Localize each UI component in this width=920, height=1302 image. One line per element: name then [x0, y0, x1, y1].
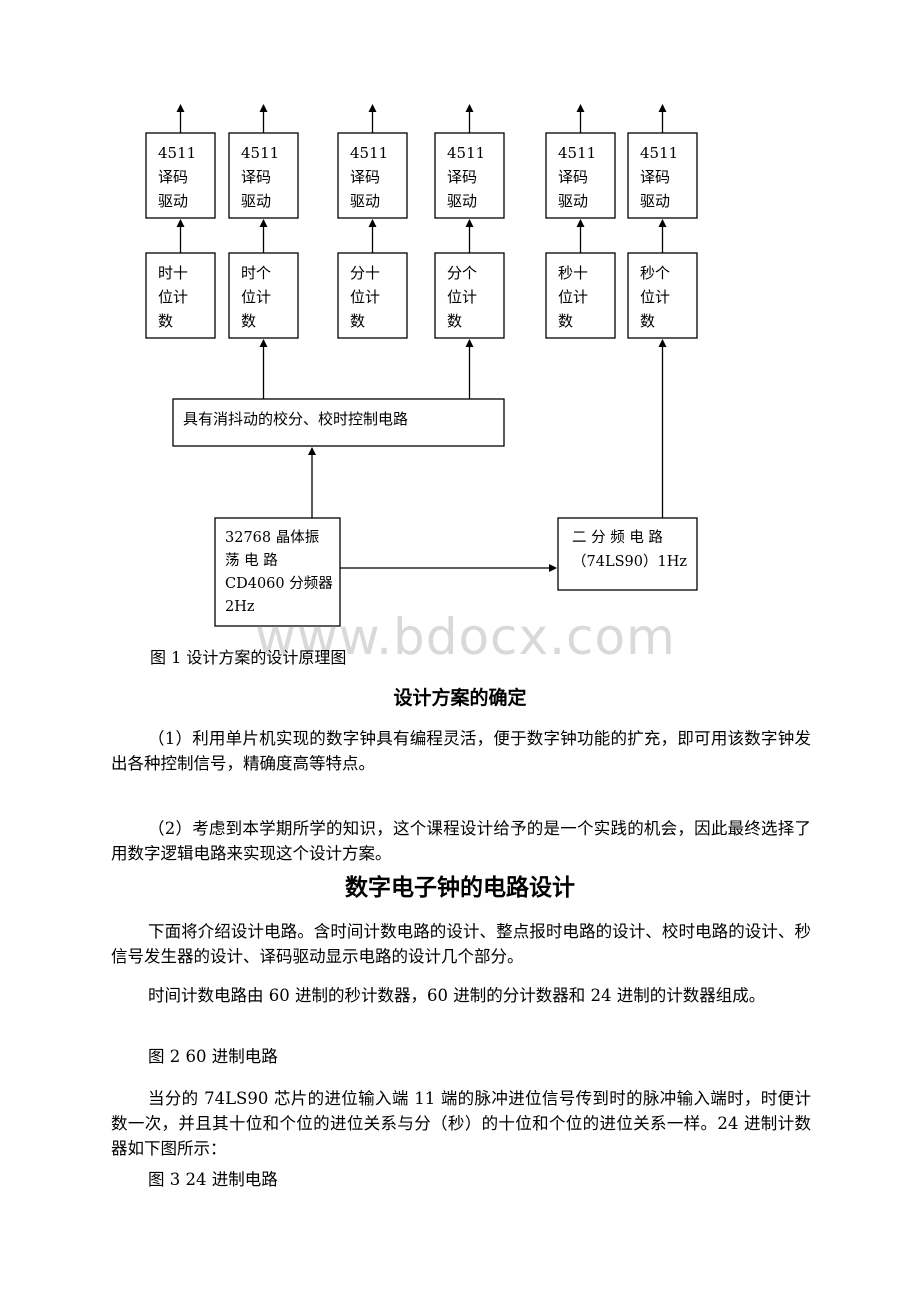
counter-label-line: 分个 — [447, 264, 477, 282]
divider-label-line: 二 分 频 电 路 — [572, 529, 663, 546]
counter-label-line: 位计 — [350, 288, 380, 306]
oscillator-label-line: 2Hz — [225, 599, 255, 615]
counter-label: 时个位计数 — [241, 264, 271, 330]
oscillator-label-line: CD4060 分频器 — [225, 575, 333, 592]
decoder-label-line: 驱动 — [640, 192, 670, 210]
decoder-label: 4511 译码驱动 — [158, 144, 196, 210]
decoder-box — [145, 132, 216, 219]
oscillator-box — [214, 517, 341, 627]
counter-label-line: 位计 — [558, 288, 588, 306]
decoder-box — [337, 132, 408, 219]
counter-label-line: 数 — [158, 312, 173, 330]
control-circuit-label: 具有消抖动的校分、校时控制电路 — [183, 410, 408, 428]
decoder-label-line: 驱动 — [447, 192, 477, 210]
decoder-label-line: 译码 — [350, 168, 380, 186]
section2-paragraph-1: 下面将介绍设计电路。含时间计数电路的设计、整点报时电路的设计、校时电路的设计、秒… — [111, 922, 811, 966]
counter-label-line: 秒个 — [640, 264, 670, 282]
decoder-label-line: 4511 — [241, 144, 279, 162]
diagram-wires — [176, 104, 667, 572]
counter-label: 分个位计数 — [447, 264, 477, 330]
decoder-label-line: 译码 — [447, 168, 477, 186]
control-circuit-box — [172, 398, 505, 447]
counter-label-line: 位计 — [158, 288, 188, 306]
decoder-box — [545, 132, 616, 219]
counter-label-line: 位计 — [640, 288, 670, 306]
counter-label: 秒个位计数 — [640, 264, 670, 330]
figure3-caption: 图 3 24 进制电路 — [148, 1170, 278, 1189]
decoder-label: 4511 译码驱动 — [558, 144, 596, 210]
counter-label: 分十位计数 — [350, 264, 380, 330]
divider-box — [557, 517, 698, 591]
figure1-caption: 图 1 设计方案的设计原理图 — [150, 648, 347, 667]
decoder-label: 4511 译码驱动 — [350, 144, 388, 210]
control-circuit-label-line: 具有消抖动的校分、校时控制电路 — [183, 410, 408, 428]
counter-box — [337, 252, 408, 339]
counter-label-line: 数 — [350, 312, 365, 330]
decoder-label-line: 译码 — [640, 168, 670, 186]
oscillator-label-line: 荡 电 路 — [225, 552, 278, 569]
divider-label-line: （74LS90）1Hz — [572, 553, 687, 570]
divider-label: 二 分 频 电 路 （74LS90）1Hz — [572, 529, 687, 570]
counter-label-line: 秒十 — [558, 264, 588, 282]
decoder-label-line: 4511 — [350, 144, 388, 162]
decoder-label-line: 译码 — [558, 168, 588, 186]
decoder-label-line: 驱动 — [241, 192, 271, 210]
section1-paragraph-1: （1）利用单片机实现的数字钟具有编程灵活，便于数字钟功能的扩充，即可用该数字钟发… — [111, 729, 811, 773]
counter-label-line: 数 — [558, 312, 573, 330]
decoder-label-line: 译码 — [241, 168, 271, 186]
section1-title: 设计方案的确定 — [393, 687, 527, 709]
decoder-label: 4511 译码驱动 — [447, 144, 485, 210]
section1-paragraph-2: （2）考虑到本学期所学的知识，这个课程设计给予的是一个实践的机会，因此最终选择了… — [111, 819, 811, 863]
counter-label: 秒十位计数 — [558, 264, 588, 330]
decoder-label-line: 驱动 — [158, 192, 188, 210]
counter-label-line: 分十 — [350, 264, 380, 282]
decoder-label-line: 4511 — [640, 144, 678, 162]
counter-label: 时十位计数 — [158, 264, 188, 330]
decoder-label-line: 4511 — [158, 144, 196, 162]
counter-box — [228, 252, 299, 339]
counter-label-line: 数 — [241, 312, 256, 330]
counter-box — [627, 252, 698, 339]
decoder-label: 4511 译码驱动 — [640, 144, 678, 210]
decoder-label-line: 4511 — [558, 144, 596, 162]
counter-label-line: 位计 — [447, 288, 477, 306]
counter-label-line: 时个 — [241, 264, 271, 282]
watermark: www.bdocx.com — [255, 608, 676, 666]
decoder-label: 4511 译码驱动 — [241, 144, 279, 210]
counter-box — [545, 252, 616, 339]
decoder-label-line: 驱动 — [350, 192, 380, 210]
figure2-caption: 图 2 60 进制电路 — [148, 1047, 278, 1066]
decoder-label-line: 4511 — [447, 144, 485, 162]
counter-box — [434, 252, 505, 339]
counter-label-line: 时十 — [158, 264, 188, 282]
counter-label-line: 位计 — [241, 288, 271, 306]
section2-paragraph-2: 时间计数电路由 60 进制的秒计数器，60 进制的分计数器和 24 进制的计数器… — [148, 986, 766, 1005]
counter-label-line: 数 — [447, 312, 462, 330]
decoder-label-line: 译码 — [158, 168, 188, 186]
counter-label-line: 数 — [640, 312, 655, 330]
decoder-box — [434, 132, 505, 219]
section2-paragraph-3: 当分的 74LS90 芯片的进位输入端 11 端的脉冲进位信号传到时的脉冲输入端… — [111, 1089, 811, 1158]
oscillator-label: 32768 晶体振荡 电 路 CD4060 分频器 2Hz — [225, 529, 333, 615]
counter-box — [145, 252, 216, 339]
section2-title: 数字电子钟的电路设计 — [345, 875, 575, 901]
decoder-label-line: 驱动 — [558, 192, 588, 210]
oscillator-label-line: 32768 晶体振 — [225, 529, 319, 546]
decoder-box — [228, 132, 299, 219]
decoder-box — [627, 132, 698, 219]
